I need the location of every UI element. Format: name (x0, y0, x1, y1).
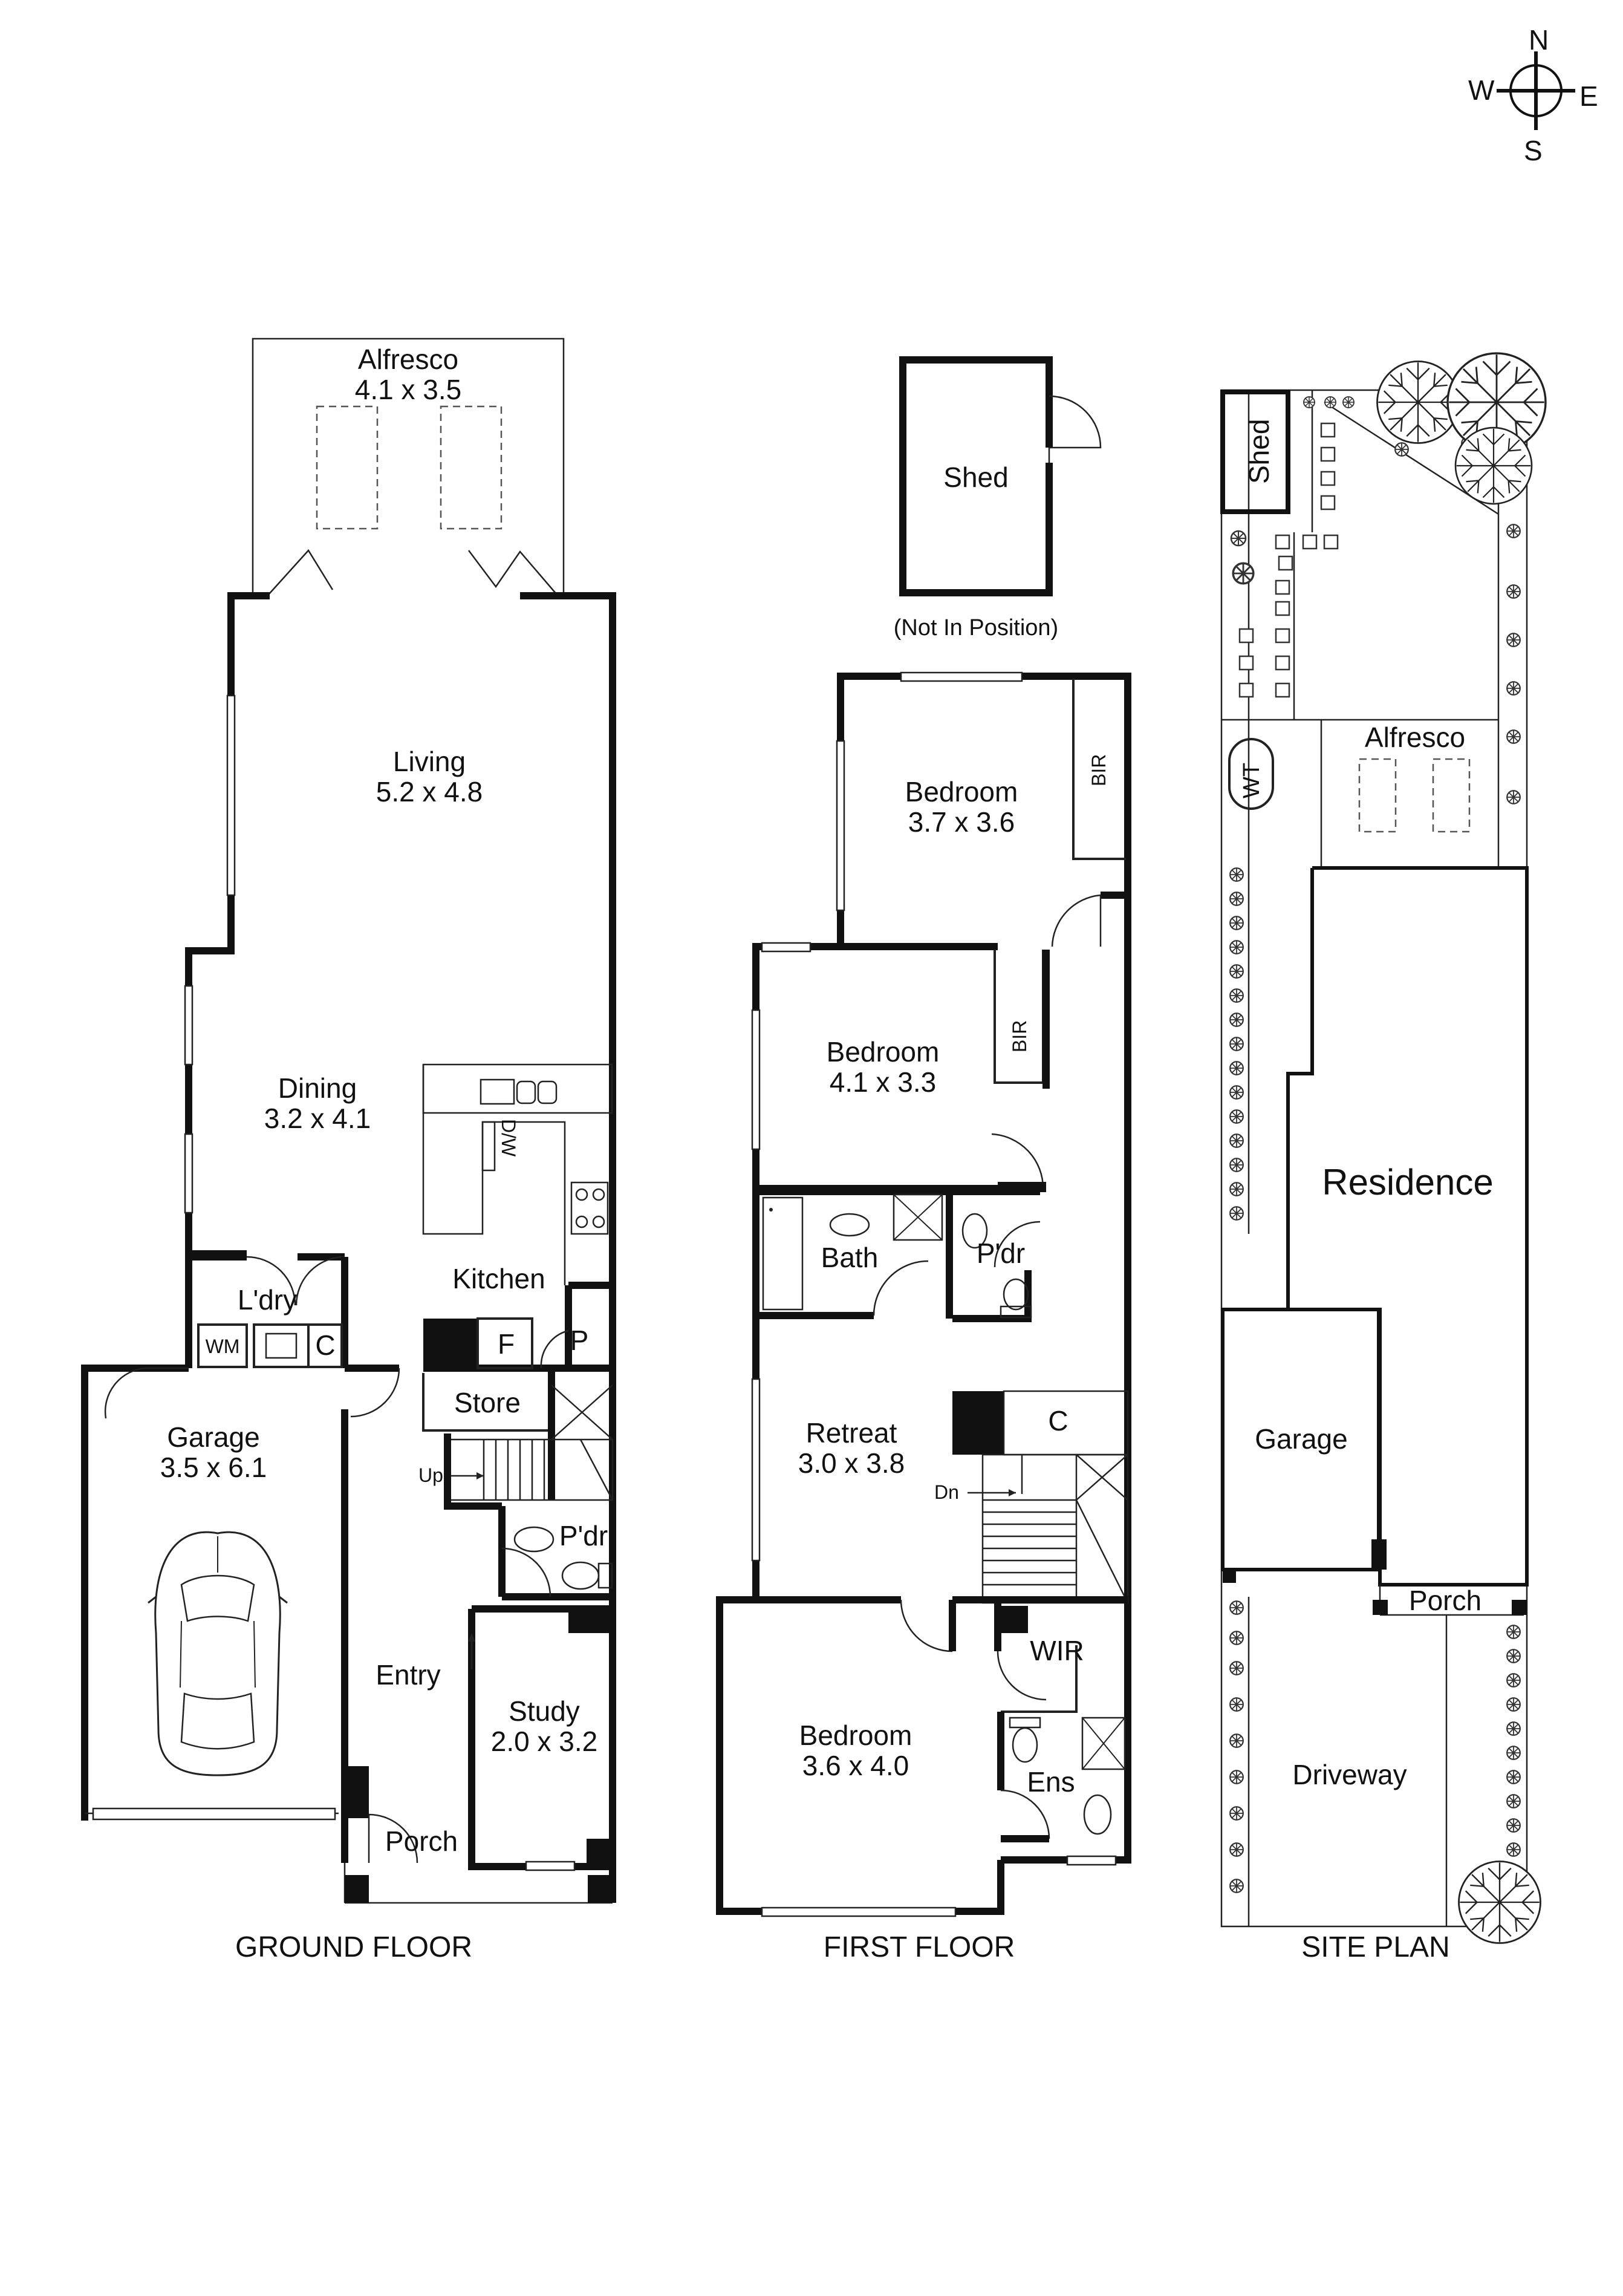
ff-c-label: C (1048, 1405, 1068, 1437)
ff-powder-label: P'dr (977, 1238, 1025, 1269)
tree-icon (1458, 1861, 1541, 1944)
compass-e: E (1579, 80, 1598, 112)
gf-living-size: 5.2 x 4.8 (376, 776, 483, 807)
compass-n: N (1529, 24, 1549, 56)
ground-floor-plan: Alfresco 4.1 x 3.5 Living 5.2 x 4.8 Dini… (81, 338, 616, 1963)
ff-bedroom2-label: Bedroom (827, 1036, 940, 1068)
car-icon (148, 1531, 288, 1776)
gf-alfresco-size: 4.1 x 3.5 (355, 374, 461, 405)
gf-dw-label: D/W (498, 1119, 519, 1157)
ff-bedroom1-label: Bedroom (905, 776, 1018, 807)
sp-shed-label: Shed (1243, 419, 1275, 484)
ff-bedroom3-label: Bedroom (799, 1720, 912, 1751)
gf-up-label: Up (418, 1464, 443, 1486)
sp-driveway-label: Driveway (1292, 1759, 1407, 1790)
gf-study-size: 2.0 x 3.2 (491, 1726, 597, 1757)
gf-living-label: Living (393, 746, 466, 777)
ff-bir2-label: BIR (1009, 1020, 1030, 1052)
site-plan-caption: SITE PLAN (1301, 1931, 1449, 1963)
ff-shed-label: Shed (943, 461, 1008, 493)
gf-f-label: F (498, 1328, 515, 1360)
gf-dining-label: Dining (278, 1072, 357, 1104)
ff-bedroom1-size: 3.7 x 3.6 (908, 806, 1015, 838)
compass-s: S (1524, 135, 1543, 166)
gf-kitchen-label: Kitchen (452, 1263, 545, 1294)
gf-store-label: Store (454, 1387, 521, 1418)
first-floor-plan: Shed (Not In Position) (716, 356, 1131, 1963)
sp-garage-label: Garage (1255, 1423, 1347, 1455)
sp-porch-label: Porch (1409, 1585, 1482, 1616)
gf-garage-label: Garage (167, 1421, 259, 1453)
ff-bedroom2-size: 4.1 x 3.3 (830, 1066, 936, 1098)
first-floor-caption: FIRST FLOOR (824, 1931, 1015, 1963)
ff-ens-label: Ens (1027, 1766, 1075, 1798)
ff-shed-note: (Not In Position) (894, 615, 1058, 641)
gf-dining-size: 3.2 x 4.1 (264, 1103, 371, 1134)
sp-residence-label: Residence (1322, 1162, 1494, 1202)
ff-retreat-label: Retreat (806, 1417, 897, 1449)
compass: N E S W (1468, 24, 1598, 166)
ff-bedroom3-size: 3.6 x 4.0 (802, 1750, 909, 1781)
tree-icon (1376, 360, 1460, 444)
ff-wir-label: WIR (1030, 1635, 1084, 1666)
site-plan: Shed WT Alfresco Residence Garage Porch … (1220, 352, 1547, 1963)
gf-alfresco-label: Alfresco (358, 344, 458, 375)
gf-study-label: Study (509, 1695, 580, 1727)
ff-retreat-size: 3.0 x 3.8 (798, 1447, 905, 1479)
gf-laundry-label: L'dry (238, 1284, 297, 1316)
compass-w: W (1468, 74, 1495, 106)
tree-icon (1454, 426, 1533, 505)
ground-floor-caption: GROUND FLOOR (235, 1931, 472, 1963)
gf-wm-label: WM (206, 1336, 240, 1357)
sp-alfresco-label: Alfresco (1365, 722, 1465, 753)
sp-wt-label: WT (1239, 763, 1264, 798)
shrub-icons (1229, 396, 1521, 1893)
gf-entry-label: Entry (376, 1659, 440, 1691)
gf-powder-label: P'dr (559, 1520, 608, 1551)
gf-p-label: P (570, 1325, 589, 1356)
gf-c-label: C (315, 1329, 335, 1361)
ff-dn-label: Dn (934, 1481, 959, 1503)
gf-garage-size: 3.5 x 6.1 (160, 1452, 267, 1483)
ff-bath-label: Bath (821, 1242, 879, 1273)
ff-bir1-label: BIR (1088, 754, 1110, 786)
gf-porch-label: Porch (385, 1825, 458, 1857)
